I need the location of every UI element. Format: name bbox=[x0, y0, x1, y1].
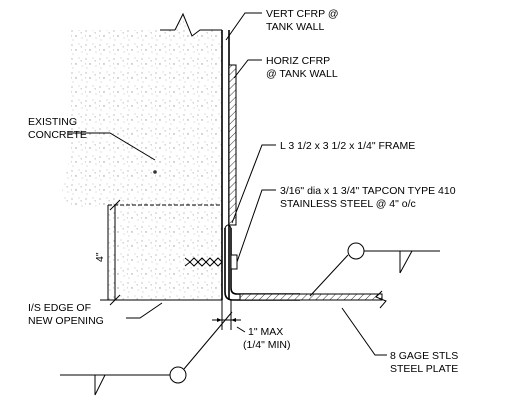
existing-label-2: CONCRETE bbox=[28, 129, 87, 141]
existing-label-1: EXISTING bbox=[28, 116, 77, 128]
horiz-cfrp-strip bbox=[228, 64, 237, 226]
horiz-cfrp-label-1: HORIZ CFRP bbox=[266, 55, 330, 67]
section-markers bbox=[60, 242, 440, 396]
angle-frame bbox=[224, 224, 300, 301]
vert-cfrp-label-2: TANK WALL bbox=[266, 21, 325, 33]
horiz-cfrp-label-2: @ TANK WALL bbox=[266, 68, 338, 80]
tapcon-label-1: 3/16" dia x 1 3/4" TAPCON TYPE 410 bbox=[280, 185, 456, 197]
frame-label: L 3 1/2 x 3 1/2 x 1/4" FRAME bbox=[280, 140, 415, 152]
vert-cfrp-label-1: VERT CFRP @ bbox=[266, 8, 339, 20]
opening-zone bbox=[100, 199, 222, 306]
steel-plate bbox=[221, 290, 387, 330]
plate-label-2: STEEL PLATE bbox=[390, 363, 458, 375]
bolt-spacing-dim: 4" bbox=[94, 252, 106, 262]
gap-label-1: 1" MAX bbox=[248, 326, 283, 338]
leaders bbox=[68, 12, 387, 356]
tank-wall bbox=[221, 30, 237, 300]
gap-dimension bbox=[212, 318, 241, 322]
edge-label-2: NEW OPENING bbox=[28, 315, 104, 327]
plate-label-1: 8 GAGE STLS bbox=[390, 350, 458, 362]
tapcon-label-2: STAINLESS STEEL @ 4" o/c bbox=[280, 198, 416, 210]
existing-concrete bbox=[60, 12, 222, 300]
edge-label-1: I/S EDGE OF bbox=[28, 302, 91, 314]
gap-label-2: (1/4" MIN) bbox=[243, 339, 290, 351]
